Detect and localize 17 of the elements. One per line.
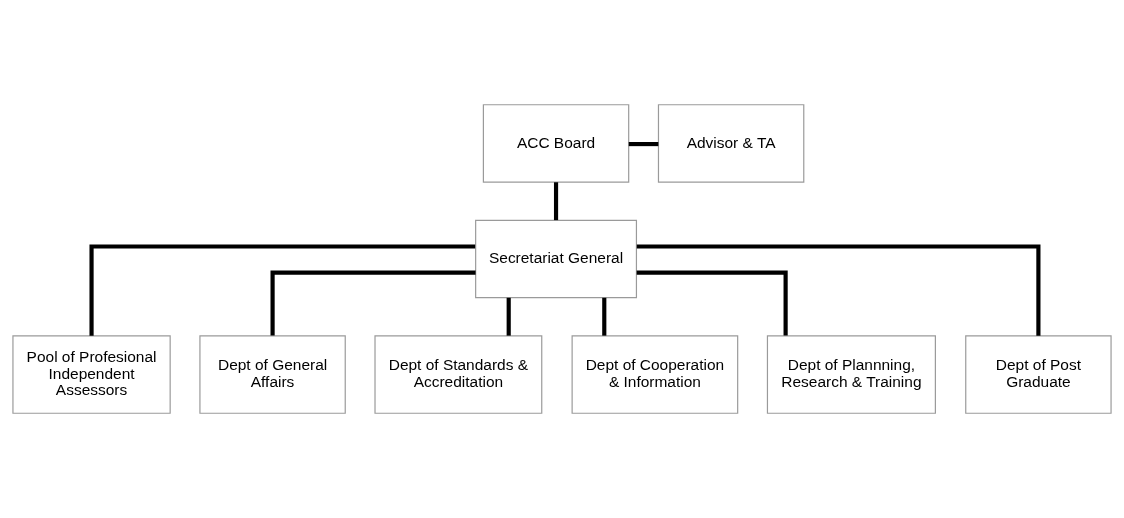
node-box: Dept of Post Graduate	[965, 335, 1112, 414]
connector	[636, 244, 1041, 336]
connector	[89, 244, 476, 336]
node-box: Pool of Profesional Independent Assessors	[12, 335, 171, 414]
connector	[602, 297, 607, 336]
connector	[270, 270, 476, 336]
node-box: Secretariat General	[475, 219, 638, 299]
node-box: Dept of General Affairs	[199, 335, 346, 414]
connector	[553, 182, 559, 221]
node-box: Dept of Plannning, Research & Training	[766, 335, 936, 414]
connector	[506, 297, 511, 336]
connector	[628, 142, 659, 147]
node-box: Dept of Cooperation & Information	[571, 335, 739, 414]
node-box: ACC Board	[482, 104, 630, 183]
node-box: Advisor & TA	[657, 104, 805, 183]
node-box: Dept of Standards & Accreditation	[374, 335, 543, 414]
connector	[636, 270, 788, 336]
